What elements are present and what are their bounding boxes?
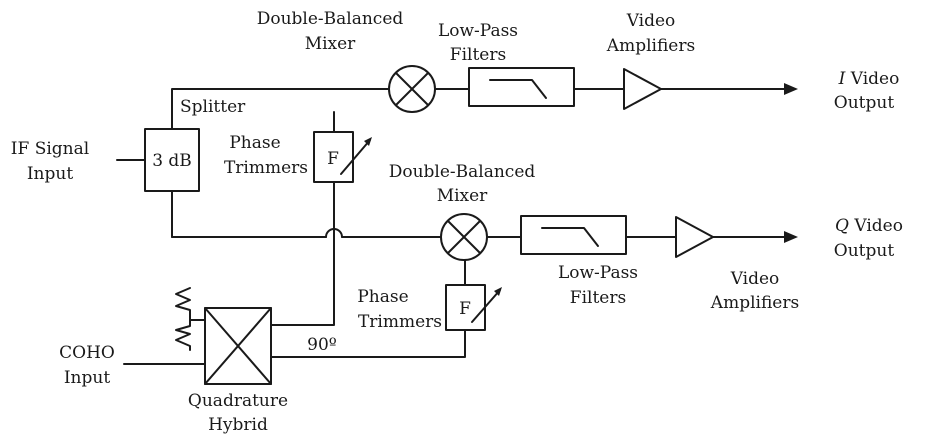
top-mixer-label-line2: Mixer [305, 34, 356, 54]
top-mixer-label-line1: Double-Balanced [257, 9, 404, 29]
top-phase-label-line1: Phase [229, 133, 280, 153]
top-amp-label-line2: Amplifiers [606, 36, 695, 56]
top-phase-label-line2: Trimmers [224, 158, 308, 178]
q-output-label-line1: Q Video [835, 216, 903, 236]
hybrid-label-line1: Quadrature [188, 391, 288, 411]
hybrid-label-line2: Hybrid [208, 415, 268, 435]
bottom-lpf-label-line1: Low-Pass [558, 263, 638, 283]
top-phase-trimmer-block [313, 131, 372, 183]
i-output-arrowhead [784, 83, 798, 95]
top-phase-trimmer-symbol: F [327, 149, 339, 169]
q-output-label-line2: Output [834, 241, 895, 261]
bottom-phase-label-line2: Trimmers [358, 312, 442, 332]
splitter-block [144, 128, 200, 192]
bottom-mixer-label-line1: Double-Balanced [389, 162, 536, 182]
i-output-label-line1: I Video [838, 69, 900, 89]
top-amp-label-line1: Video [626, 11, 676, 31]
coho-input-label-line1: COHO [59, 343, 115, 363]
bottom-mixer-label-line2: Mixer [437, 186, 488, 206]
i-output-label-line2: Output [834, 93, 895, 113]
bottom-phase-trimmer-symbol: F [459, 299, 471, 319]
bottom-video-amplifier [675, 216, 714, 258]
top-mixer-symbol [388, 65, 436, 113]
top-video-amplifier [623, 68, 662, 110]
diagram-labels: Double-Balanced Mixer Low-Pass Filters V… [11, 9, 903, 435]
q-output-arrowhead [784, 231, 798, 243]
top-lpf-label-line2: Filters [450, 45, 506, 65]
signal-wires [116, 88, 787, 365]
bottom-lpf-label-line2: Filters [570, 288, 626, 308]
coho-input-label-line2: Input [64, 368, 110, 388]
ninety-degree-label: 90º [307, 335, 337, 355]
bottom-amp-label-line1: Video [730, 269, 780, 289]
bottom-phase-label-line1: Phase [357, 287, 408, 307]
if-input-label-line2: Input [27, 164, 73, 184]
termination-resistor-icon [175, 287, 191, 321]
splitter-label: Splitter [180, 97, 246, 117]
quadrature-hybrid-block [204, 307, 272, 385]
if-input-label-line1: IF Signal [11, 139, 89, 159]
top-lpf-label-line1: Low-Pass [438, 21, 518, 41]
bottom-mixer-symbol [440, 213, 488, 261]
top-lowpass-filter-block [468, 67, 575, 107]
bottom-lowpass-filter-block [520, 215, 627, 255]
bottom-phase-trimmer-block [445, 284, 502, 331]
bottom-amp-label-line2: Amplifiers [710, 293, 799, 313]
splitter-value-label: 3 dB [152, 151, 192, 171]
